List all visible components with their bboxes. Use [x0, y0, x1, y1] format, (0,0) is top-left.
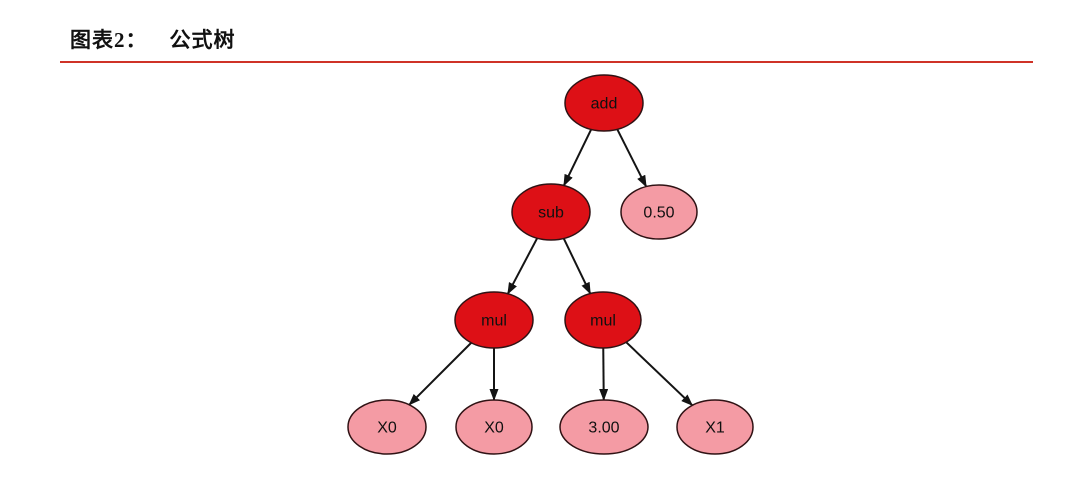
figure-caption-label: 图表2： — [70, 28, 148, 52]
tree-edge-mulL-x0a — [408, 342, 472, 406]
tree-node-ellipse-x0a — [347, 399, 427, 455]
tree-node-label-x1: X1 — [705, 420, 725, 437]
tree-node-ellipse-mulL — [454, 291, 534, 349]
caption-underline-rule — [60, 61, 1033, 63]
tree-node-label-mulL: mul — [481, 313, 507, 330]
tree-node-label-add: add — [591, 96, 618, 113]
tree-node-mulR: mul — [564, 291, 642, 349]
tree-node-x0b: X0 — [455, 399, 533, 455]
tree-node-sub: sub — [511, 183, 591, 241]
tree-node-ellipse-c300 — [559, 399, 649, 455]
tree-node-ellipse-c050 — [620, 184, 698, 240]
tree-node-ellipse-add — [564, 74, 644, 132]
tree-node-label-c050: 0.50 — [643, 205, 674, 222]
tree-node-label-sub: sub — [538, 205, 564, 222]
tree-edge-sub-mulR — [562, 238, 592, 295]
tree-edge-mulR-x1 — [625, 341, 694, 407]
tree-node-label-x0a: X0 — [377, 420, 397, 437]
tree-node-ellipse-x0b — [455, 399, 533, 455]
tree-node-label-mulR: mul — [590, 313, 616, 330]
tree-node-ellipse-x1 — [676, 399, 754, 455]
tree-node-ellipse-mulR — [564, 291, 642, 349]
tree-node-c050: 0.50 — [620, 184, 698, 240]
tree-node-c300: 3.00 — [559, 399, 649, 455]
tree-edge-add-sub — [562, 128, 593, 187]
figure-caption: 图表2： 公式树 — [70, 24, 236, 54]
tree-node-label-x0b: X0 — [484, 420, 504, 437]
tree-node-x1: X1 — [676, 399, 754, 455]
tree-node-label-c300: 3.00 — [588, 420, 619, 437]
tree-node-ellipse-sub — [511, 183, 591, 241]
figure-caption-title: 公式树 — [169, 28, 236, 52]
tree-edge-sub-mulL — [506, 237, 539, 295]
tree-node-x0a: X0 — [347, 399, 427, 455]
tree-edge-add-c050 — [616, 128, 648, 188]
tree-node-mulL: mul — [454, 291, 534, 349]
tree-node-add: add — [564, 74, 644, 132]
